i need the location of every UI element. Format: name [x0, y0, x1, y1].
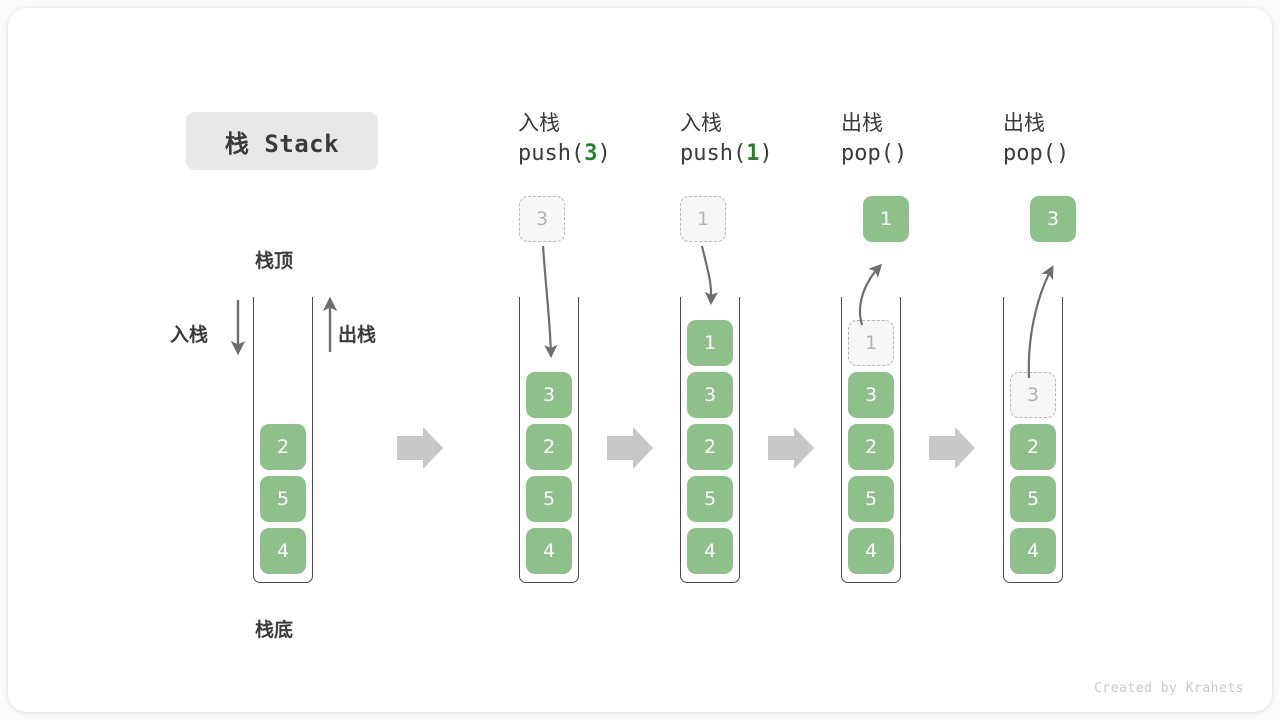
- ghost-box: 3: [519, 196, 565, 242]
- stack-item: 2: [260, 424, 306, 470]
- column-header-code: push(1): [680, 138, 773, 170]
- stack-item: 4: [260, 528, 306, 574]
- stack-item: 2: [848, 424, 894, 470]
- column-header-code: pop(): [1003, 138, 1069, 170]
- column-header-pop-1: 出栈 pop(): [841, 108, 907, 170]
- column-header-code: pop(): [841, 138, 907, 170]
- stack-item: 3: [526, 372, 572, 418]
- stack-frame: [253, 297, 313, 583]
- popped-box: 1: [863, 196, 909, 242]
- stack-item: 2: [1010, 424, 1056, 470]
- stack-item: 5: [1010, 476, 1056, 522]
- label-pop-left: 出栈: [338, 324, 377, 346]
- column-header-push-3: 入栈 push(3): [518, 108, 611, 170]
- column-header-cn: 出栈: [841, 111, 883, 135]
- column-header-cn: 入栈: [518, 111, 560, 135]
- code-prefix: push(: [680, 141, 747, 167]
- stack-item: 3: [848, 372, 894, 418]
- column-header-cn: 入栈: [680, 111, 722, 135]
- ghost-box: 1: [680, 196, 726, 242]
- code-suffix: ): [1055, 141, 1070, 167]
- label-stack-bottom: 栈底: [255, 619, 294, 641]
- code-suffix: ): [759, 141, 773, 167]
- code-suffix: ): [597, 141, 611, 167]
- stack-item: 2: [687, 424, 733, 470]
- stack-item: 5: [848, 476, 894, 522]
- code-prefix: push(: [518, 141, 585, 167]
- stack-item: 5: [526, 476, 572, 522]
- label-stack-top: 栈顶: [255, 250, 294, 272]
- stack-item: 4: [848, 528, 894, 574]
- stack-item: 2: [526, 424, 572, 470]
- credit-text: Created by Krahets: [1094, 681, 1244, 696]
- popped-box: 3: [1030, 196, 1076, 242]
- incoming-box-push-1: 1: [680, 196, 726, 242]
- column-header-cn: 出栈: [1003, 111, 1045, 135]
- stack-item: 1: [687, 320, 733, 366]
- stack-item-ghost: 1: [848, 320, 894, 366]
- stack-frame: [1003, 297, 1063, 583]
- stack-frame: [519, 297, 579, 583]
- popped-box-3: 3: [1030, 196, 1076, 242]
- stack-item: 4: [687, 528, 733, 574]
- incoming-box-push-3: 3: [519, 196, 565, 242]
- stack-frame: [841, 297, 901, 583]
- title-badge: 栈 Stack: [186, 112, 378, 170]
- popped-box-1: 1: [863, 196, 909, 242]
- stack-item: 4: [526, 528, 572, 574]
- code-prefix: pop(: [841, 141, 894, 167]
- column-header-push-1: 入栈 push(1): [680, 108, 773, 170]
- code-arg: 3: [584, 141, 598, 167]
- code-arg: 1: [746, 141, 760, 167]
- column-header-code: push(3): [518, 138, 611, 170]
- stack-item: 5: [687, 476, 733, 522]
- stack-frame: [680, 297, 740, 583]
- code-prefix: pop(: [1003, 141, 1056, 167]
- stack-item-ghost: 3: [1010, 372, 1056, 418]
- label-push-left: 入栈: [170, 324, 209, 346]
- stack-item: 4: [1010, 528, 1056, 574]
- stack-item: 5: [260, 476, 306, 522]
- column-header-pop-3: 出栈 pop(): [1003, 108, 1069, 170]
- code-suffix: ): [893, 141, 908, 167]
- stack-item: 3: [687, 372, 733, 418]
